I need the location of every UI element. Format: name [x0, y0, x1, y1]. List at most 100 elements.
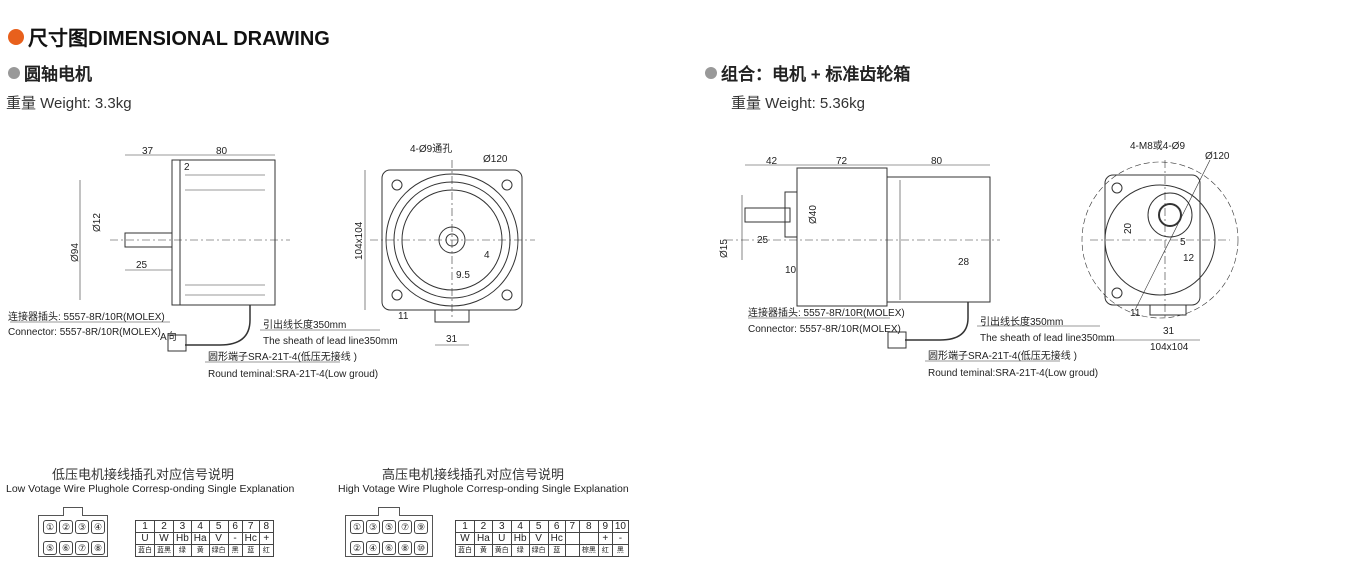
dim-5: 5: [1180, 237, 1186, 248]
left-section-title: 圆轴电机: [8, 60, 92, 85]
dim-25: 25: [136, 260, 148, 271]
dim-20: 20: [1123, 222, 1134, 234]
table-cell: V: [528, 532, 549, 545]
table-cell: 红: [597, 544, 613, 557]
table-cell: 5: [528, 520, 549, 533]
pin: ⑦: [398, 520, 412, 534]
table-cell: 2: [154, 520, 174, 533]
pin: ③: [366, 520, 380, 534]
dim-9-5: 9.5: [456, 270, 470, 281]
pin: ⑥: [382, 541, 396, 555]
table-cell: 3: [491, 520, 512, 533]
table-cell: 7: [241, 520, 260, 533]
table-cell: -: [227, 532, 243, 545]
high-voltage-title-cn: 高压电机接线插孔对应信号说明: [382, 467, 565, 482]
pin: ①: [350, 520, 364, 534]
dim-104x104: 104x104: [354, 221, 365, 260]
right-side-view: [725, 164, 1100, 362]
pin: ⑧: [91, 541, 105, 555]
table-cell: 蓝黑: [154, 544, 174, 557]
table-cell: Ha: [190, 532, 210, 545]
left-front-view: [364, 160, 535, 346]
dim-120: Ø120: [483, 154, 508, 165]
table-cell: 8: [578, 520, 599, 533]
low-voltage-title-cn: 低压电机接线插孔对应信号说明: [52, 467, 235, 482]
dim-31: 31: [446, 334, 458, 345]
lead-label-cn-right: 引出线长度350mm: [980, 315, 1063, 328]
table-cell: 黄: [474, 544, 493, 557]
table-cell: 4: [190, 520, 210, 533]
table-cell: Hb: [173, 532, 192, 545]
pin: ④: [366, 541, 380, 555]
table-cell: 1: [135, 520, 155, 533]
dim-11-right: 11: [1130, 308, 1141, 319]
pin: ⑨: [414, 520, 428, 534]
table-cell: 7: [564, 520, 580, 533]
table-cell: 8: [258, 520, 274, 533]
table-cell: 蓝: [547, 544, 566, 557]
table-cell: U: [135, 532, 155, 545]
table-cell: 2: [474, 520, 493, 533]
dim-2: 2: [184, 162, 190, 173]
dim-28: 28: [958, 257, 970, 268]
table-cell: 绿: [173, 544, 192, 557]
dim-25-right: 25: [757, 235, 769, 246]
table-row: 蓝白蓝黑绿黄绿白黑蓝红: [135, 544, 274, 557]
pin: ③: [75, 520, 89, 534]
connector-label-en-right: Connector: 5557-8R/10R(MOLEX): [748, 324, 901, 335]
table-cell: 10: [611, 520, 629, 533]
table-row: 蓝白黄黄白绿绿白蓝棕黑红黑: [455, 544, 629, 557]
table-cell: 蓝: [241, 544, 260, 557]
table-cell: 4: [510, 520, 530, 533]
lead-label-en-right: The sheath of lead line350mm: [980, 333, 1115, 344]
table-cell: +: [258, 532, 274, 545]
right-section-title: 组合：电机 + 标准齿轮箱: [705, 60, 910, 85]
dim-94: Ø94: [70, 243, 81, 262]
table-cell: 1: [455, 520, 475, 533]
terminal-label-cn-right: 圆形端子SRA-21T-4(低压无接线 ): [928, 349, 1077, 362]
dim-31-right: 31: [1163, 326, 1175, 337]
table-cell: Hc: [547, 532, 566, 545]
connector-label-cn-right: 连接器插头: 5557-8R/10R(MOLEX): [748, 306, 905, 319]
pin: ⑧: [398, 541, 412, 555]
table-cell: 绿白: [208, 544, 229, 557]
connector-label-en: Connector: 5557-8R/10R(MOLEX): [8, 327, 161, 338]
bullet-icon: [8, 66, 20, 79]
table-cell: +: [597, 532, 613, 545]
lead-label-en: The sheath of lead line350mm: [263, 336, 398, 347]
table-cell: 绿: [510, 544, 530, 557]
table-cell: 蓝白: [135, 544, 155, 557]
dim-120-right: Ø120: [1205, 151, 1230, 162]
table-cell: 棕黑: [578, 544, 599, 557]
dim-40: Ø40: [808, 205, 819, 224]
dim-42: 42: [766, 156, 778, 167]
table-cell: Hb: [510, 532, 530, 545]
bullet-icon: [705, 66, 717, 79]
dim-80: 80: [216, 146, 228, 157]
table-cell: Hc: [241, 532, 260, 545]
table-cell: 红: [258, 544, 274, 557]
pin: ④: [91, 520, 105, 534]
table-cell: W: [154, 532, 174, 545]
dim-37: 37: [142, 146, 154, 157]
table-cell: 6: [227, 520, 243, 533]
low-voltage-title-en: Low Votage Wire Plughole Corresp-onding …: [6, 483, 295, 495]
table-cell: 黄白: [491, 544, 512, 557]
table-cell: W: [455, 532, 475, 545]
dim-11: 11: [398, 311, 409, 322]
table-cell: -: [611, 532, 629, 545]
table-cell: 5: [208, 520, 229, 533]
high-voltage-title-en: High Votage Wire Plughole Corresp-onding…: [338, 483, 629, 495]
pin: ①: [43, 520, 57, 534]
dim-4: 4: [484, 250, 490, 261]
table-cell: 黄: [190, 544, 210, 557]
terminal-label-en: Round teminal:SRA-21T-4(Low groud): [208, 369, 378, 380]
right-weight: 重量 Weight: 5.36kg: [731, 95, 865, 112]
table-cell: [578, 532, 599, 545]
